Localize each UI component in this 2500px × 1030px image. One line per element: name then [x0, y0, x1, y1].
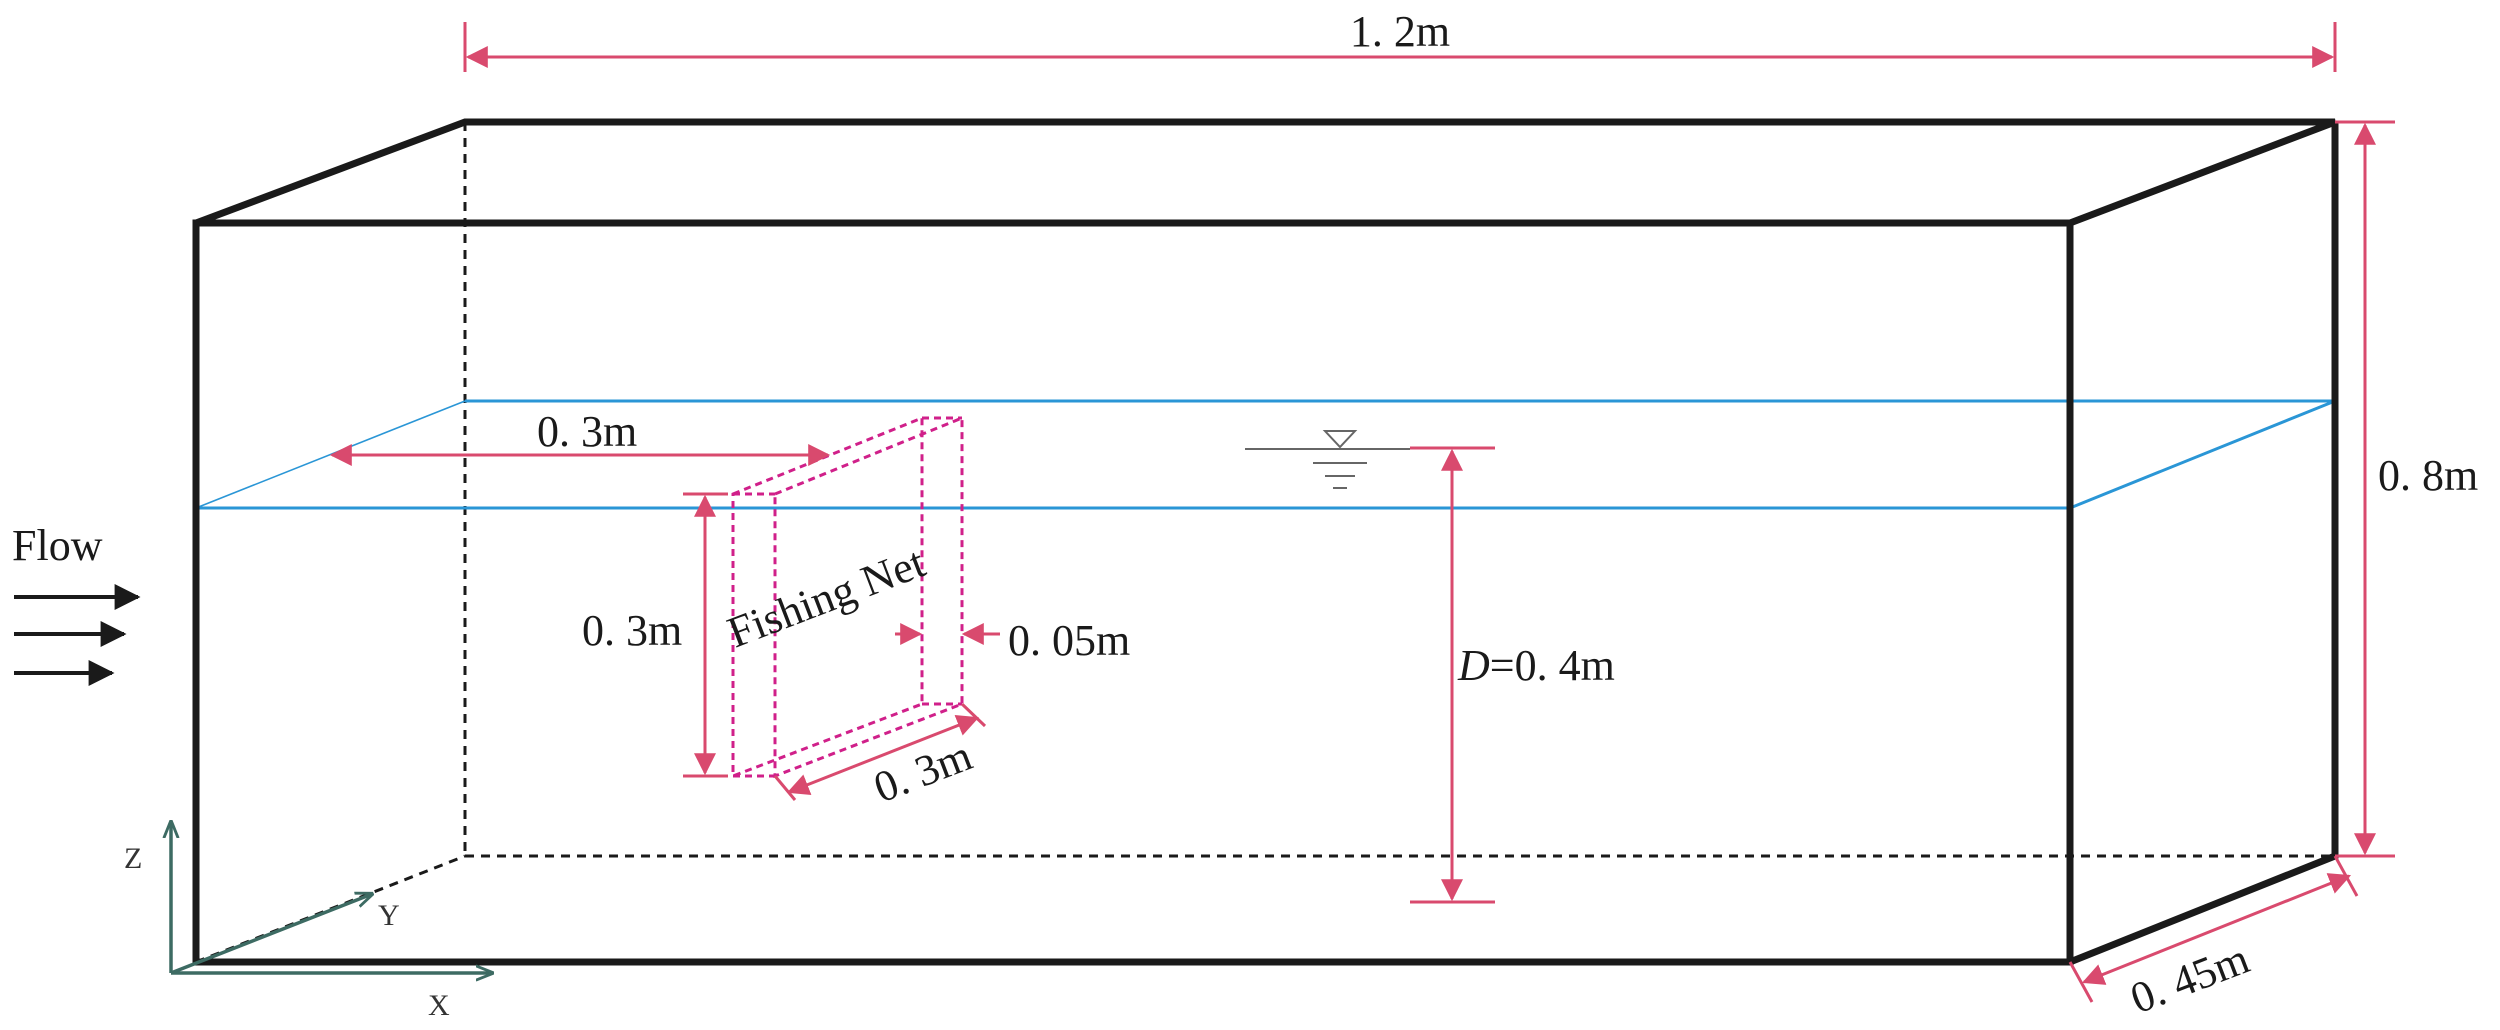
label-axis-x: X — [428, 989, 450, 1022]
dim-net-width-ext-front — [773, 775, 797, 801]
label-width: 0. 45m — [2124, 934, 2256, 1024]
label-net-width: 0. 3m — [867, 731, 978, 813]
label-axis-z: Z — [124, 842, 142, 875]
label-height: 0. 8m — [2378, 451, 2478, 500]
dimensions — [329, 22, 2395, 1003]
label-axis-y: Y — [378, 899, 400, 932]
net-front-face — [731, 415, 924, 779]
flume-front-face — [192, 219, 2074, 966]
water-surface-symbol-icon — [1245, 430, 1410, 489]
label-depth-value: =0. 4m — [1490, 641, 1615, 690]
hidden-edges — [195, 122, 2335, 964]
flume-right-edges — [2068, 122, 2339, 966]
label-flow: Flow — [12, 521, 103, 570]
axis-y-line — [170, 894, 372, 975]
water-line-right — [2069, 399, 2336, 510]
label-net-name: Fishing Net — [721, 538, 931, 658]
dim-net-width-ext-back — [960, 702, 987, 728]
label-depth: D=0. 4m — [1457, 641, 1615, 690]
fishing-net — [731, 415, 964, 779]
dim-net-width-line — [786, 715, 980, 795]
flow-arrows — [14, 584, 141, 686]
label-length: 1. 2m — [1350, 7, 1450, 56]
dim-width-line — [2081, 873, 2352, 985]
label-net-thickness: 0. 05m — [1008, 616, 1130, 665]
net-back-face — [773, 415, 964, 779]
label-depth-symbol: D — [1457, 641, 1490, 690]
label-net-offset: 0. 3m — [537, 407, 637, 456]
flume-top-edges — [194, 118, 2337, 227]
water-surface — [195, 399, 2336, 510]
dim-width-ext-front — [2068, 961, 2094, 1003]
coordinate-axes — [171, 822, 492, 973]
label-net-height: 0. 3m — [582, 606, 682, 655]
flume-frame — [192, 118, 2339, 966]
